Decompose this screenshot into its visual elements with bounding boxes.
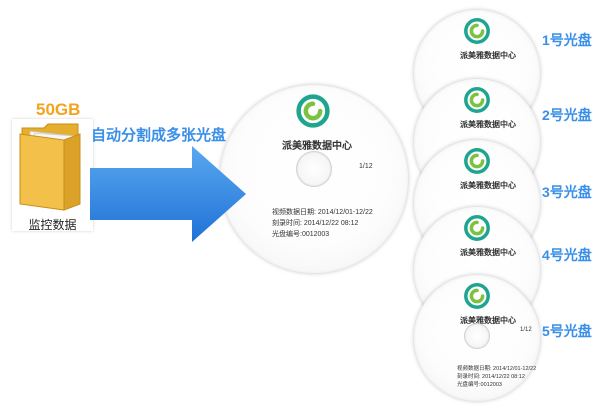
folder-icon [19, 123, 81, 211]
data-size-label: 50GB [36, 100, 81, 119]
disc-info-burn-time: 刻录时间: 2014/12/22 08:12 [272, 220, 359, 227]
disc-title: 派美雅数据中心 [460, 248, 516, 257]
logo-icon [464, 87, 490, 113]
disc-info-number: 光盘编号:0012003 [272, 231, 330, 238]
disc-info-number: 光盘编号:0012003 [457, 382, 502, 388]
disc-hole [464, 323, 490, 349]
disc-label-4: 4号光盘 [542, 247, 592, 263]
folder-caption: 监控数据 [28, 218, 77, 232]
main-disc: 派美雅数据中心 1/12 视频数据日期: 2014/12/01-12/22 刻录… [220, 85, 408, 273]
disc-label-2: 2号光盘 [542, 107, 592, 123]
logo-icon [464, 215, 490, 241]
logo-icon [296, 94, 330, 128]
disc-5: 派美雅数据中心 1/12 视频数据日期: 2014/12/01-12/22 刻录… [414, 275, 540, 401]
disc-label-3: 3号光盘 [542, 184, 592, 200]
disc-info-date: 视频数据日期: 2014/12/01-12/22 [457, 366, 537, 372]
disc-info-date: 视频数据日期: 2014/12/01-12/22 [272, 209, 373, 216]
disc-label-5: 5号光盘 [542, 323, 592, 339]
disc-title: 派美雅数据中心 [282, 141, 352, 152]
disc-title: 派美雅数据中心 [460, 120, 516, 129]
disc-page: 1/12 [520, 327, 532, 333]
logo-icon [464, 283, 490, 309]
disc-title: 派美雅数据中心 [460, 181, 516, 190]
disc-title: 派美雅数据中心 [460, 51, 516, 60]
disc-label-1: 1号光盘 [542, 32, 592, 48]
disc-title: 派美雅数据中心 [460, 316, 516, 325]
logo-icon [464, 18, 490, 44]
arrow-right-icon [90, 146, 246, 242]
logo-icon [464, 148, 490, 174]
disc-hole [296, 151, 332, 187]
split-label: 自动分割成多张光盘 [91, 127, 227, 144]
disc-page: 1/12 [359, 163, 373, 170]
disc-info-burn-time: 刻录时间: 2014/12/22 08:12 [457, 374, 525, 380]
